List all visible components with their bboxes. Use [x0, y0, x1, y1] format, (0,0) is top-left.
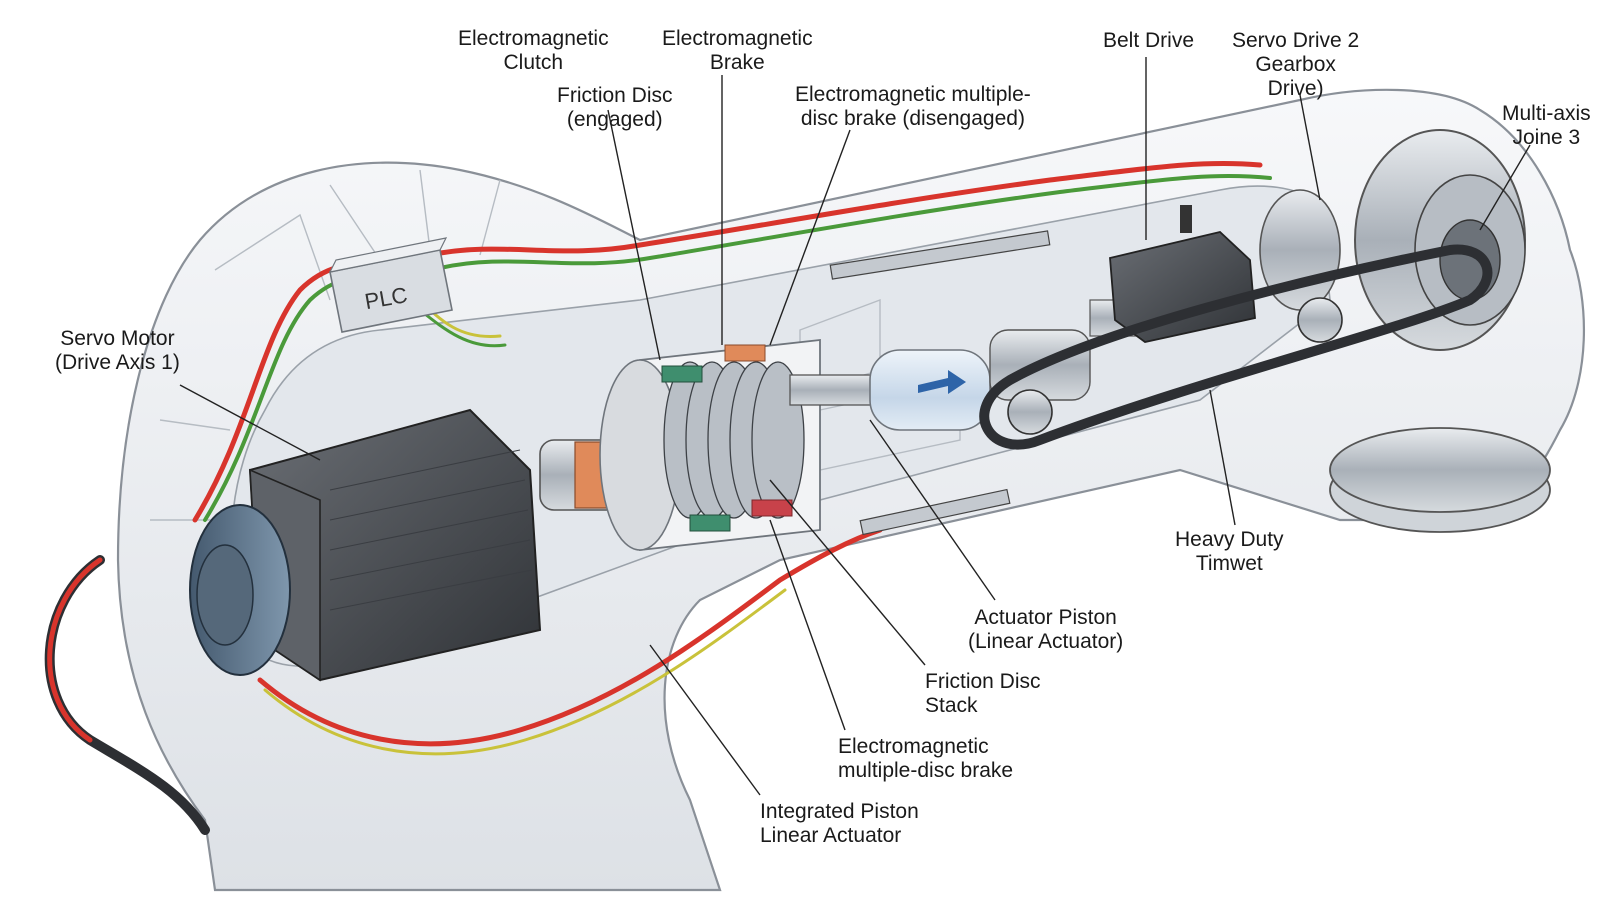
label-friction-disc-stack: Friction Disc Stack — [925, 670, 1041, 718]
label-integrated-piston: Integrated Piston Linear Actuator — [760, 800, 919, 848]
cable-bundle — [44, 160, 1272, 835]
label-actuator-piston: Actuator Piston (Linear Actuator) — [968, 606, 1123, 654]
servo-motor — [189, 408, 542, 682]
label-line: Stack — [925, 694, 978, 717]
label-line: Gearbox — [1255, 53, 1336, 76]
label-servo-motor: Servo Motor (Drive Axis 1) — [55, 327, 180, 375]
brake-disc-assembly — [599, 338, 821, 552]
label-friction-disc-engaged: Friction Disc (engaged) — [557, 84, 673, 132]
label-multi-disc-brake: Electromagnetic multiple-disc brake — [838, 735, 1013, 783]
plc-module: PLC — [328, 237, 453, 333]
direction-arrow-icon — [918, 370, 966, 394]
label-line: Electromagnetic — [458, 27, 609, 50]
label-multi-disc-brake-disengaged: Electromagnetic multiple- disc brake (di… — [795, 83, 1031, 131]
timing-belt — [979, 244, 1493, 450]
label-line: Joine 3 — [1512, 126, 1581, 149]
label-line: (Linear Actuator) — [968, 630, 1124, 653]
label-line: Belt Drive — [1103, 29, 1195, 52]
label-electromagnetic-brake: Electromagnetic Brake — [662, 27, 813, 75]
label-line: Servo Drive 2 — [1232, 29, 1360, 52]
label-servo-drive-2: Servo Drive 2 Gearbox Drive) — [1232, 29, 1359, 101]
label-electromagnetic-clutch: Electromagnetic Clutch — [458, 27, 609, 75]
label-line: Heavy Duty — [1175, 528, 1284, 551]
label-line: Linear Actuator — [760, 824, 902, 847]
label-line: multiple-disc brake — [838, 759, 1014, 782]
label-line: disc brake (disengaged) — [800, 107, 1025, 130]
label-line: Electromagnetic — [662, 27, 813, 50]
label-line: Clutch — [503, 51, 564, 74]
label-line: (Drive Axis 1) — [55, 351, 180, 374]
label-belt-drive: Belt Drive — [1103, 29, 1194, 53]
label-multi-axis-joint: Multi-axis Joine 3 — [1502, 102, 1591, 150]
label-line: Brake — [709, 51, 765, 74]
label-line: Friction Disc — [557, 84, 673, 107]
label-line: Multi-axis — [1502, 102, 1591, 125]
label-line: Actuator Piston — [974, 606, 1117, 629]
label-line: Drive) — [1267, 77, 1324, 100]
label-line: Electromagnetic multiple- — [795, 83, 1031, 106]
label-line: Integrated Piston — [760, 800, 919, 823]
label-line: (engaged) — [566, 108, 663, 131]
label-line: Electromagnetic — [838, 735, 989, 758]
leader-lines — [179, 57, 1531, 796]
label-heavy-duty-belt: Heavy Duty Timwet — [1175, 528, 1284, 576]
label-line: Servo Motor — [60, 327, 175, 350]
label-line: Friction Disc — [925, 670, 1041, 693]
lead-screws — [829, 230, 1051, 536]
label-line: Timwet — [1195, 552, 1263, 575]
